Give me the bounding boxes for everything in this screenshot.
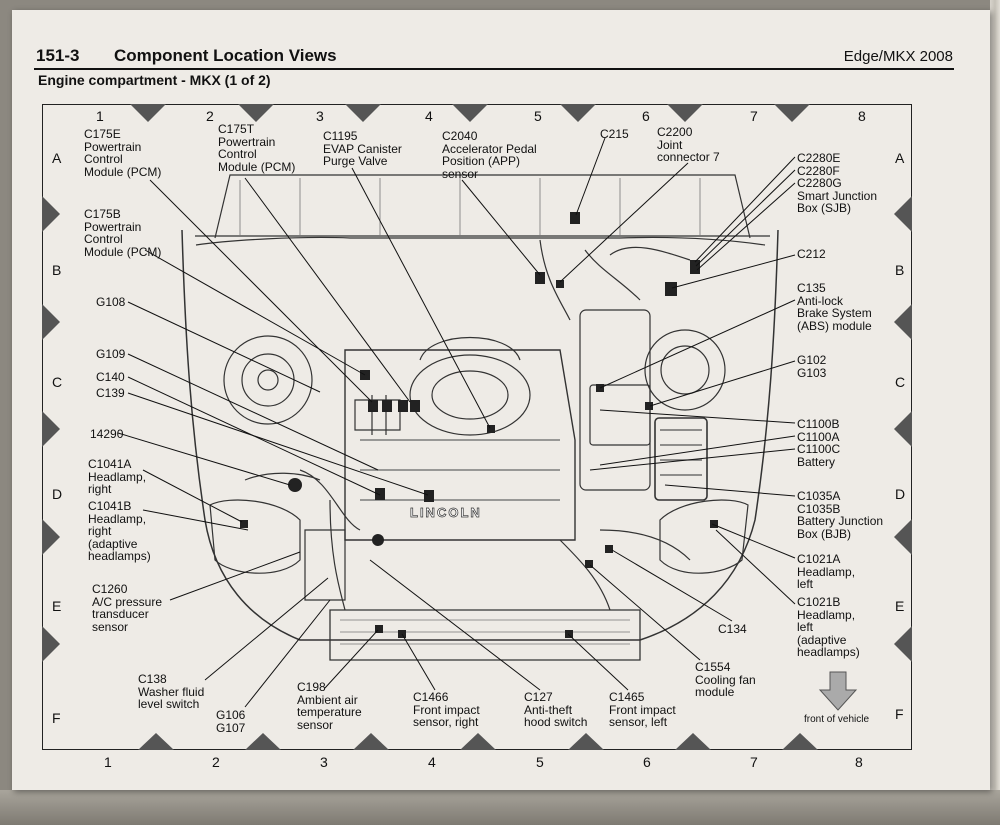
section-title: Component Location Views	[114, 46, 337, 65]
grid-col-8-bottom: 8	[855, 754, 863, 770]
grid-row-a-right: A	[895, 150, 905, 166]
grid-row-f-left: F	[52, 710, 61, 726]
book-title: Edge/MKX 2008	[843, 48, 953, 65]
grid-row-c-right: C	[895, 374, 906, 390]
front-arrow-icon	[818, 671, 858, 711]
grid-col-5-top: 5	[534, 108, 542, 124]
grid-col-1-top: 1	[96, 108, 104, 124]
header-rule	[34, 68, 954, 70]
grid-col-7-top: 7	[750, 108, 758, 124]
grid-col-4-top: 4	[425, 108, 433, 124]
grid-col-6-top: 6	[642, 108, 650, 124]
engine-badge: LINCOLN	[410, 505, 482, 520]
grid-col-2-bottom: 2	[212, 754, 220, 770]
grid-row-c-left: C	[52, 374, 63, 390]
callout-c139: C139	[96, 386, 125, 400]
page-edge-bottom	[0, 790, 1000, 825]
callout-c140: C140	[96, 370, 125, 384]
callout-c134: C134	[718, 622, 747, 636]
engine-bay-illustration	[181, 174, 779, 661]
front-of-vehicle-label: front of vehicle	[804, 714, 870, 725]
callout-c215: C215	[600, 127, 629, 141]
grid-row-f-right: F	[895, 706, 904, 722]
grid-col-5-bottom: 5	[536, 754, 544, 770]
page-edge-right	[990, 0, 1000, 825]
grid-col-3-bottom: 3	[320, 754, 328, 770]
grid-col-4-bottom: 4	[428, 754, 436, 770]
callout-g109: G109	[96, 347, 126, 361]
grid-row-e-left: E	[52, 598, 62, 614]
leader-lines	[117, 137, 796, 708]
grid-col-8-top: 8	[858, 108, 866, 124]
grid-row-a-left: A	[52, 150, 62, 166]
grid-row-b-right: B	[895, 262, 905, 278]
grid-row-e-right: E	[895, 598, 905, 614]
callout-c212: C212	[797, 247, 826, 261]
grid-row-d-left: D	[52, 486, 63, 502]
callout-g108: G108	[96, 295, 126, 309]
grid-row-d-right: D	[895, 486, 906, 502]
page-number: 151-3	[36, 46, 80, 65]
grid-col-1-bottom: 1	[104, 754, 112, 770]
grid-markers	[42, 104, 912, 750]
grid-row-b-left: B	[52, 262, 62, 278]
grid-col-6-bottom: 6	[643, 754, 651, 770]
grid-col-3-top: 3	[316, 108, 324, 124]
callout-14290: 14290	[90, 427, 124, 441]
connector-markers	[240, 212, 718, 638]
grid-col-7-bottom: 7	[750, 754, 758, 770]
grid-col-2-top: 2	[206, 108, 214, 124]
page-subtitle: Engine compartment - MKX (1 of 2)	[38, 72, 271, 88]
